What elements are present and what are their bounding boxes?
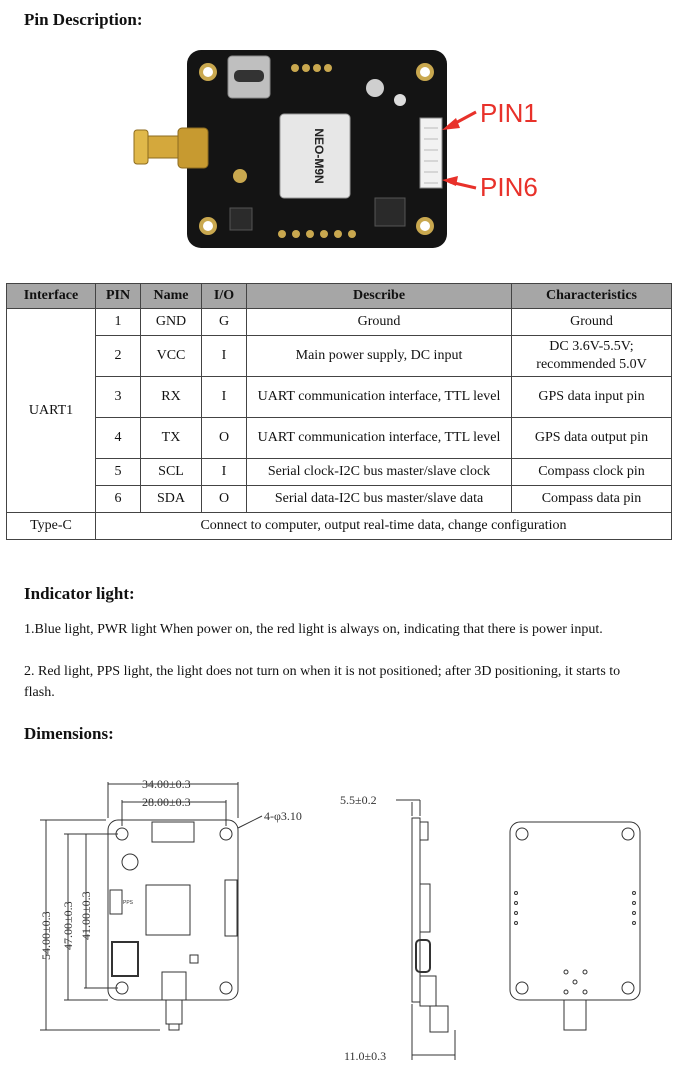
dim-width-outer: 34.00±0.3 [142, 777, 191, 791]
table-header-row: Interface PIN Name I/O Describe Characte… [6, 283, 672, 309]
io-cell: G [201, 308, 247, 336]
io-cell: I [201, 335, 247, 377]
dim-height-outer: 54.00±0.3 [39, 911, 53, 960]
name-cell: VCC [140, 335, 202, 377]
pin-header-connector [419, 117, 443, 189]
pin-cell: 5 [95, 458, 141, 486]
th-name: Name [140, 283, 202, 309]
pin6-label: PIN6 [480, 172, 538, 202]
table-row-typec: Type-C Connect to computer, output real-… [6, 512, 672, 540]
top-pads [291, 64, 332, 72]
describe-cell: Serial data-I2C bus master/slave data [246, 485, 512, 513]
dim-height-inner: 41.00±0.3 [79, 891, 93, 940]
char-cell: Compass data pin [511, 485, 672, 513]
table-row: 4 TX O UART communication interface, TTL… [7, 417, 672, 459]
typec-interface-cell: Type-C [6, 512, 96, 540]
pin-cell: 2 [95, 335, 141, 377]
indicator-line-2: 2. Red light, PPS light, the light does … [24, 664, 621, 700]
char-cell: Compass clock pin [511, 458, 672, 486]
dim-thickness: 5.5±0.2 [340, 793, 377, 807]
interface-group-cell: UART1 [6, 308, 96, 513]
gps-module [279, 113, 351, 199]
pps-label: PPS [123, 900, 134, 906]
th-describe: Describe [246, 283, 512, 309]
table-row: 2 VCC I Main power supply, DC input DC 3… [7, 335, 672, 377]
back-view-outline [509, 821, 641, 1001]
th-interface: Interface [6, 283, 96, 309]
char-cell: DC 3.6V-5.5V; recommended 5.0V [511, 335, 672, 377]
name-cell: SCL [140, 458, 202, 486]
front-view-outline [107, 819, 239, 1001]
table-row: UART1 1 GND G Ground Ground [6, 308, 672, 513]
char-cell: GPS data output pin [511, 417, 672, 459]
th-io: I/O [201, 283, 247, 309]
th-pin: PIN [95, 283, 141, 309]
pin-cell: 1 [95, 308, 141, 336]
char-cell: GPS data input pin [511, 376, 672, 418]
name-cell: TX [140, 417, 202, 459]
dim-depth: 11.0±0.3 [344, 1049, 386, 1063]
module-label: NEO-M9N [312, 128, 326, 183]
mounting-holes [199, 63, 434, 235]
describe-cell: Ground [246, 308, 512, 336]
pin-description-heading: Pin Description: [24, 10, 143, 29]
name-cell: GND [140, 308, 202, 336]
side-view-outline [411, 817, 421, 1003]
pin1-label: PIN1 [480, 98, 538, 128]
pin1-arrow [442, 110, 477, 130]
pin-cell: 3 [95, 376, 141, 418]
io-cell: I [201, 458, 247, 486]
pin-cell: 4 [95, 417, 141, 459]
describe-cell: Main power supply, DC input [246, 335, 512, 377]
table-row: 5 SCL I Serial clock-I2C bus master/slav… [7, 458, 672, 486]
name-cell: SDA [140, 485, 202, 513]
led-round [366, 79, 384, 97]
dimension-drawing: 34.00±0.3 28.00±0.3 4-φ3.10 54.00±0.3 47… [39, 777, 641, 1063]
indicator-line-1: 1.Blue light, PWR light When power on, t… [24, 622, 603, 637]
io-cell: O [201, 417, 247, 459]
bottom-pads [278, 230, 356, 238]
table-row: 3 RX I UART communication interface, TTL… [7, 376, 672, 418]
dim-width-inner: 28.00±0.3 [142, 795, 191, 809]
dim-height-mid: 47.00±0.3 [61, 901, 75, 950]
board-photo: NEO-M9N PIN1 PIN6 [133, 50, 538, 248]
pin-table: Interface PIN Name I/O Describe Characte… [6, 283, 672, 540]
typec-describe-cell: Connect to computer, output real-time da… [95, 512, 672, 540]
dim-hole: 4-φ3.10 [264, 809, 302, 823]
pin-cell: 6 [95, 485, 141, 513]
io-cell: O [201, 485, 247, 513]
dimensions-heading: Dimensions: [24, 724, 114, 743]
describe-cell: Serial clock-I2C bus master/slave clock [246, 458, 512, 486]
describe-cell: UART communication interface, TTL level [246, 417, 512, 459]
describe-cell: UART communication interface, TTL level [246, 376, 512, 418]
sma-antenna-connector [133, 127, 209, 169]
name-cell: RX [140, 376, 202, 418]
th-characteristics: Characteristics [511, 283, 672, 309]
pin6-arrow [442, 176, 477, 190]
char-cell: Ground [511, 308, 672, 336]
io-cell: I [201, 376, 247, 418]
table-row: 6 SDA O Serial data-I2C bus master/slave… [7, 485, 672, 513]
indicator-heading: Indicator light: [24, 584, 135, 603]
